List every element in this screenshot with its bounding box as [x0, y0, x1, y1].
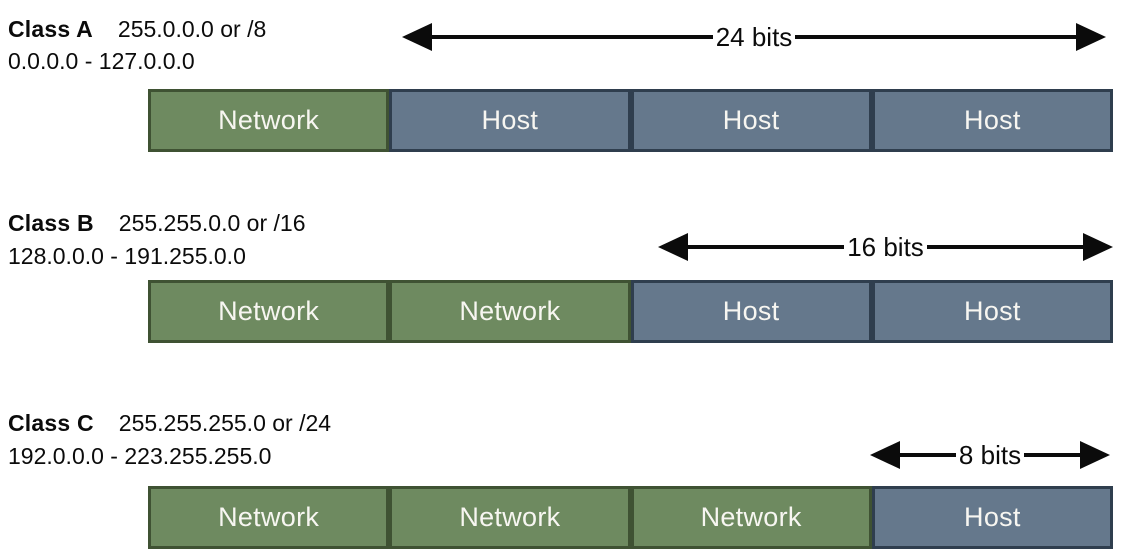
octet-cell-label: Network [218, 296, 320, 326]
arrow-right-head-icon [1076, 23, 1107, 51]
class-c-range: 192.0.0.0 - 223.255.255.0 [8, 443, 272, 469]
class-a-bits-arrow: 24 bits [402, 22, 1107, 52]
arrow-left-head-icon [402, 23, 432, 51]
octet-cell-network: Network [630, 486, 872, 549]
arrow-line [1024, 453, 1080, 457]
octet-cell-label: Host [722, 296, 780, 326]
octet-cell-network: Network [148, 486, 390, 549]
octet-cell-label: Network [218, 105, 320, 135]
class-b-heading: Class B 255.255.0.0 or /16 [8, 210, 306, 238]
octet-cell-host: Host [871, 280, 1113, 343]
class-a-heading: Class A 255.0.0.0 or /8 [8, 16, 266, 44]
octet-cell-host: Host [871, 89, 1113, 152]
class-a-bits-label: 24 bits [715, 22, 793, 52]
class-c-octet-bar: Network Network Network Host [148, 486, 1113, 549]
arrow-left-head-icon [870, 441, 900, 469]
octet-cell-network: Network [389, 486, 631, 549]
class-c-name: Class C [8, 410, 94, 436]
arrow-line [900, 453, 956, 457]
class-a-octet-bar: Network Host Host Host [148, 89, 1113, 152]
arrow-left-head-icon [658, 233, 688, 261]
octet-cell-network: Network [148, 89, 390, 152]
class-c-mask: 255.255.255.0 or /24 [118, 410, 332, 436]
class-b-mask: 255.255.0.0 or /16 [118, 210, 306, 236]
octet-cell-label: Host [964, 105, 1021, 135]
octet-cell-label: Host [964, 296, 1021, 326]
class-b-bits-arrow: 16 bits [658, 232, 1114, 262]
class-a-name: Class A [8, 16, 93, 42]
arrow-line [432, 35, 713, 39]
octet-cell-label: Host [722, 105, 780, 135]
octet-cell-host: Host [871, 486, 1113, 549]
octet-cell-label: Network [700, 502, 802, 532]
arrow-line [795, 35, 1077, 39]
class-b-name: Class B [8, 210, 94, 236]
class-a-range: 0.0.0.0 - 127.0.0.0 [8, 48, 195, 74]
class-c-bits-arrow: 8 bits [870, 440, 1110, 470]
octet-cell-host: Host [389, 89, 631, 152]
class-c-bits-label: 8 bits [958, 440, 1022, 470]
octet-cell-label: Network [459, 502, 561, 532]
arrow-right-head-icon [1083, 233, 1114, 261]
octet-cell-label: Host [481, 105, 539, 135]
octet-cell-label: Network [459, 296, 561, 326]
octet-cell-host: Host [630, 89, 872, 152]
arrow-right-head-icon [1080, 441, 1110, 469]
class-b-bits-label: 16 bits [847, 232, 924, 262]
class-b-octet-bar: Network Network Host Host [148, 280, 1113, 343]
arrow-line [688, 245, 845, 249]
arrow-line [926, 245, 1084, 249]
octet-cell-label: Network [218, 502, 320, 532]
class-c-heading: Class C 255.255.255.0 or /24 [8, 410, 331, 438]
octet-cell-network: Network [148, 280, 390, 343]
octet-cell-network: Network [389, 280, 631, 343]
octet-cell-label: Host [964, 502, 1021, 532]
octet-cell-host: Host [630, 280, 872, 343]
class-a-mask: 255.0.0.0 or /8 [117, 16, 267, 42]
class-b-range: 128.0.0.0 - 191.255.0.0 [8, 243, 246, 269]
